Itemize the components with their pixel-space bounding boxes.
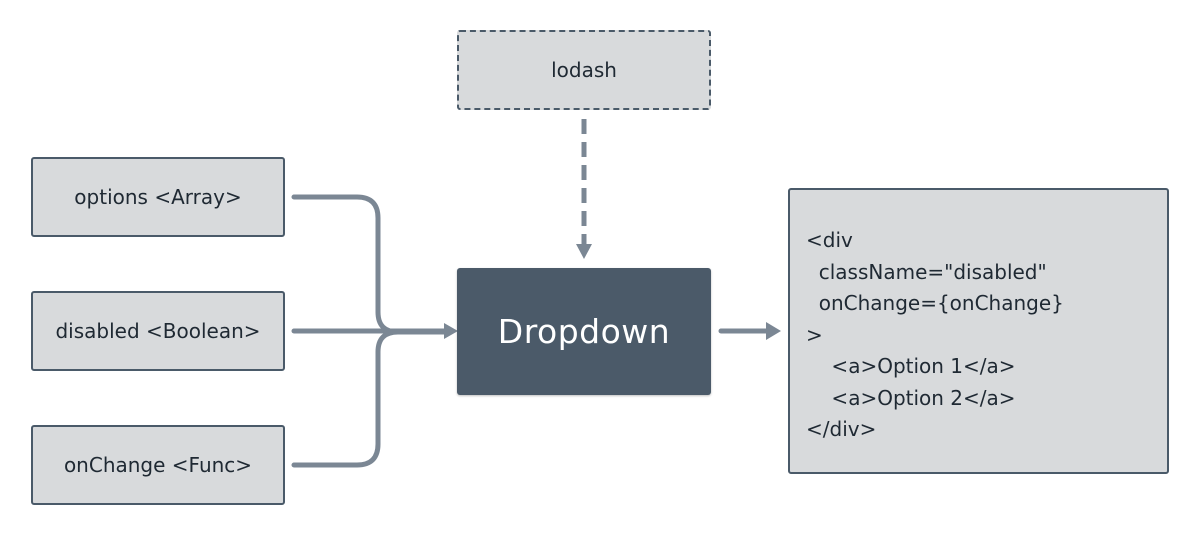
options-array-input-box: options <Array> [31,157,285,237]
options-array-input-label: options <Array> [74,185,242,209]
onchange-input-connector [291,329,449,468]
dropdown-component-box: Dropdown [457,268,711,395]
output-code-line-div-open: <div [806,228,853,252]
output-code-line-option-1: <a>Option 1</a> [806,354,1016,378]
output-code-line-onchange: onChange={onChange} [806,291,1064,315]
dependency-arrowhead [576,244,592,259]
lodash-dependency-label: lodash [551,58,617,82]
dropdown-component-label: Dropdown [497,312,671,351]
output-code-line-option-2: <a>Option 2</a> [806,385,1016,410]
output-arrowhead [766,322,781,340]
output-code-line-classname: className="disabled" [806,259,1047,284]
output-code-line-div-close: </div> [806,417,877,441]
disabled-boolean-input-label: disabled <Boolean> [55,319,261,343]
disabled-boolean-input-box: disabled <Boolean> [31,291,285,371]
rendered-output-code-box: <div className="disabled" onChange={onCh… [788,188,1169,474]
options-input-connector [291,194,449,335]
onchange-function-input-label: onChange <Func> [63,453,253,477]
lodash-dependency-box: lodash [457,30,711,110]
component-input-arrowhead [444,323,458,339]
onchange-function-input-box: onChange <Func> [31,425,285,505]
output-code-line-tag-close: > [806,322,823,347]
